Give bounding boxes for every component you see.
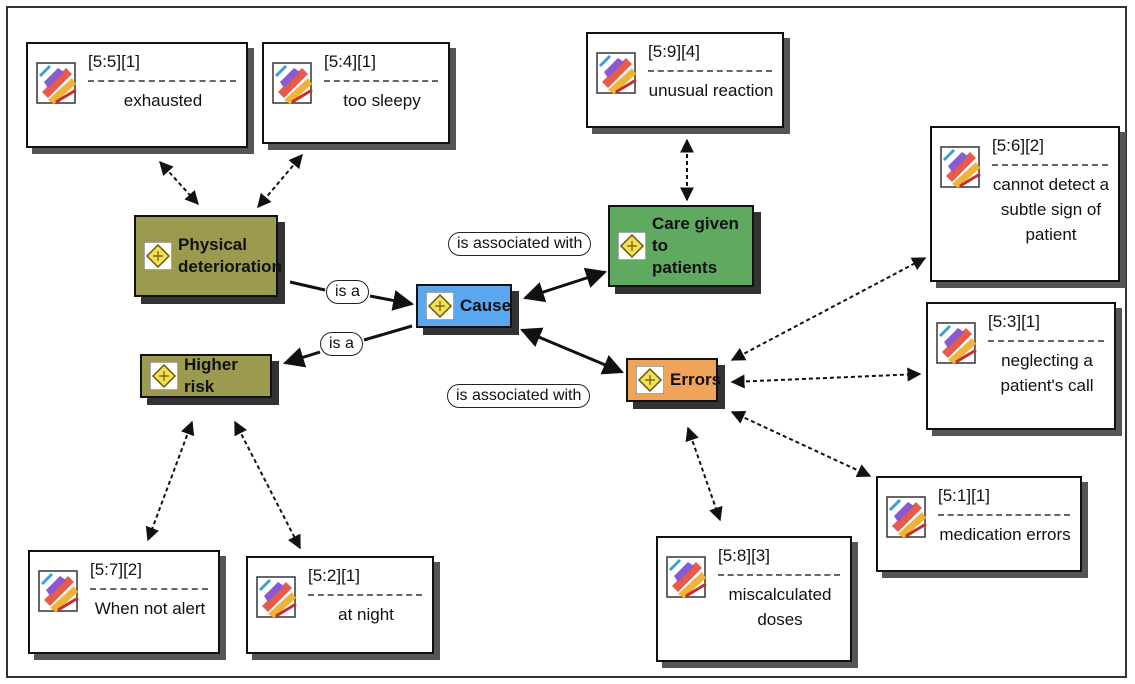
quotation-text: exhausted [88, 88, 238, 113]
quotation-text-line: exhausted [123, 91, 203, 110]
code-node-errors[interactable]: Errors [626, 358, 722, 402]
quotation-text-line: cannot detect a [992, 175, 1110, 194]
quotation-text: cannot detect a subtle sign of patient [992, 172, 1110, 247]
code-label-line1: Physical [178, 235, 247, 254]
link-physical-cause-a [289, 280, 326, 292]
link-q52 [234, 420, 301, 550]
quotation-text-line: medication errors [939, 525, 1071, 544]
quotation-text-line: subtle sign of [1000, 200, 1102, 219]
code-diamond-icon [636, 366, 664, 394]
quotation-separator [90, 588, 208, 590]
document-quote-icon [38, 570, 79, 612]
quotation-text: neglecting a patient's call [988, 348, 1106, 398]
quotation-separator [648, 70, 772, 72]
quotation-separator [992, 164, 1108, 166]
document-quote-icon [256, 576, 297, 618]
document-quote-icon [886, 496, 927, 538]
document-quote-icon [36, 62, 77, 104]
relation-label-is-a-2: is a [320, 332, 363, 356]
quotation-text-line: neglecting a [1001, 351, 1093, 370]
code-label-line2: deterioration [178, 257, 282, 276]
quotation-text: miscalculated doses [718, 582, 842, 632]
quotation-reference: [5:5][1] [88, 52, 140, 71]
quotation-text: When not alert [90, 596, 210, 621]
link-cause-care [523, 267, 607, 303]
link-cause-errors [520, 327, 624, 375]
link-q57 [145, 420, 195, 542]
link-q56 [730, 257, 927, 361]
code-label: Errors [670, 370, 722, 389]
quotation-separator [324, 80, 438, 82]
quotation-separator [938, 514, 1070, 516]
quotation-text-line: at night [338, 605, 394, 624]
link-higher-cause-b [363, 324, 413, 342]
quotation-text-line: too sleepy [343, 91, 421, 110]
quotation-reference: [5:7][2] [90, 560, 142, 579]
quotation-text-line: When not alert [94, 599, 206, 618]
code-node-cause[interactable]: Cause [416, 284, 512, 328]
code-diamond-icon [144, 242, 172, 270]
quotation-text: at night [308, 602, 424, 627]
quotation-node-5-2[interactable]: [5:2][1] at night [246, 556, 434, 654]
quotation-text: unusual reaction [648, 78, 774, 103]
link-q54 [257, 153, 303, 209]
quotation-reference: [5:3][1] [988, 312, 1040, 331]
quotation-node-5-8[interactable]: [5:8][3] miscalculated doses [656, 536, 852, 662]
quotation-text-line: patient [1025, 225, 1077, 244]
link-q51 [730, 410, 872, 478]
quotation-node-5-6[interactable]: [5:6][2] cannot detect a subtle sign of pat… [930, 126, 1120, 282]
quotation-reference: [5:4][1] [324, 52, 376, 71]
code-label-line2: patients [652, 258, 718, 277]
code-diamond-icon [618, 232, 646, 260]
document-quote-icon [666, 556, 707, 598]
quotation-node-5-5[interactable]: [5:5][1] exhausted [26, 42, 248, 148]
code-node-higher-risk[interactable]: Higher risk [140, 354, 272, 398]
code-diamond-icon [150, 362, 178, 390]
code-node-care-given-to-patients[interactable]: Care given to patients [608, 205, 754, 287]
quotation-reference: [5:6][2] [992, 136, 1044, 155]
quotation-reference: [5:2][1] [308, 566, 360, 585]
quotation-separator [718, 574, 840, 576]
quotation-node-5-1[interactable]: [5:1][1] medication errors [876, 476, 1082, 572]
quotation-node-5-4[interactable]: [5:4][1] too sleepy [262, 42, 450, 144]
quotation-text-line: patient's call [1000, 376, 1094, 395]
code-node-physical-deterioration[interactable]: Physical deterioration [134, 215, 282, 297]
link-physical-cause-b [369, 290, 415, 311]
quotation-text-line: unusual reaction [648, 81, 774, 100]
link-q55 [159, 160, 199, 206]
document-quote-icon [936, 322, 977, 364]
quotation-text: medication errors [938, 522, 1072, 547]
code-label: Higher risk [184, 355, 238, 396]
document-quote-icon [272, 62, 313, 104]
document-quote-icon [596, 52, 637, 94]
document-quote-icon [940, 146, 981, 188]
code-label-line1: Care given to [652, 214, 739, 255]
quotation-text: too sleepy [324, 88, 440, 113]
quotation-text-line: doses [757, 610, 803, 629]
quotation-text-line: miscalculated [728, 585, 832, 604]
code-label: Cause [460, 296, 512, 315]
relation-label-is-associated-2: is associated with [447, 384, 591, 408]
quotation-node-5-9[interactable]: [5:9][4] unusual reaction [586, 32, 784, 128]
relation-label-is-a-1: is a [326, 280, 369, 304]
quotation-reference: [5:8][3] [718, 546, 770, 565]
relation-label-is-associated-1: is associated with [448, 232, 592, 256]
quotation-separator [88, 80, 236, 82]
quotation-node-5-7[interactable]: [5:7][2] When not alert [28, 550, 220, 654]
code-diamond-icon [426, 292, 454, 320]
quotation-separator [988, 340, 1104, 342]
link-higher-cause-a [282, 347, 321, 368]
link-q58 [685, 426, 723, 522]
quotation-separator [308, 594, 422, 596]
quotation-reference: [5:9][4] [648, 42, 700, 61]
quotation-reference: [5:1][1] [938, 486, 990, 505]
diagram-frame [6, 6, 1127, 678]
quotation-node-5-3[interactable]: [5:3][1] neglecting a patient's call [926, 302, 1116, 430]
link-q53 [730, 367, 922, 389]
